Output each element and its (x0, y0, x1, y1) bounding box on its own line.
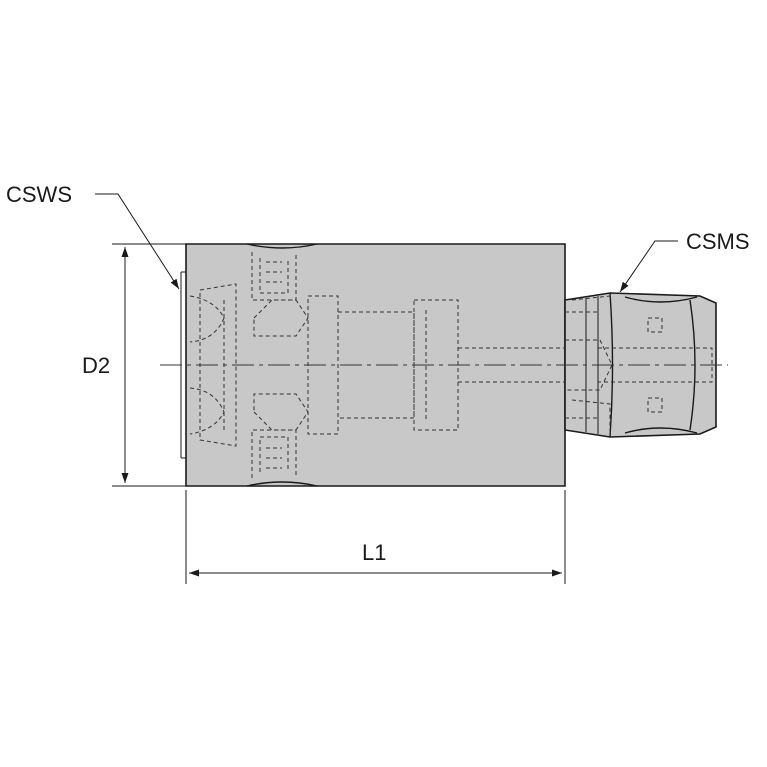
csws-leader (95, 193, 180, 290)
l1-label: L1 (362, 540, 386, 565)
csms-label: CSMS (686, 229, 750, 254)
csws-label: CSWS (6, 182, 72, 207)
hidden-features (189, 252, 713, 478)
csms-leader (619, 240, 678, 293)
l1-dimension (185, 490, 566, 584)
main-body (185, 243, 566, 487)
d2-label: D2 (82, 353, 110, 378)
d2-dimension (112, 243, 186, 487)
